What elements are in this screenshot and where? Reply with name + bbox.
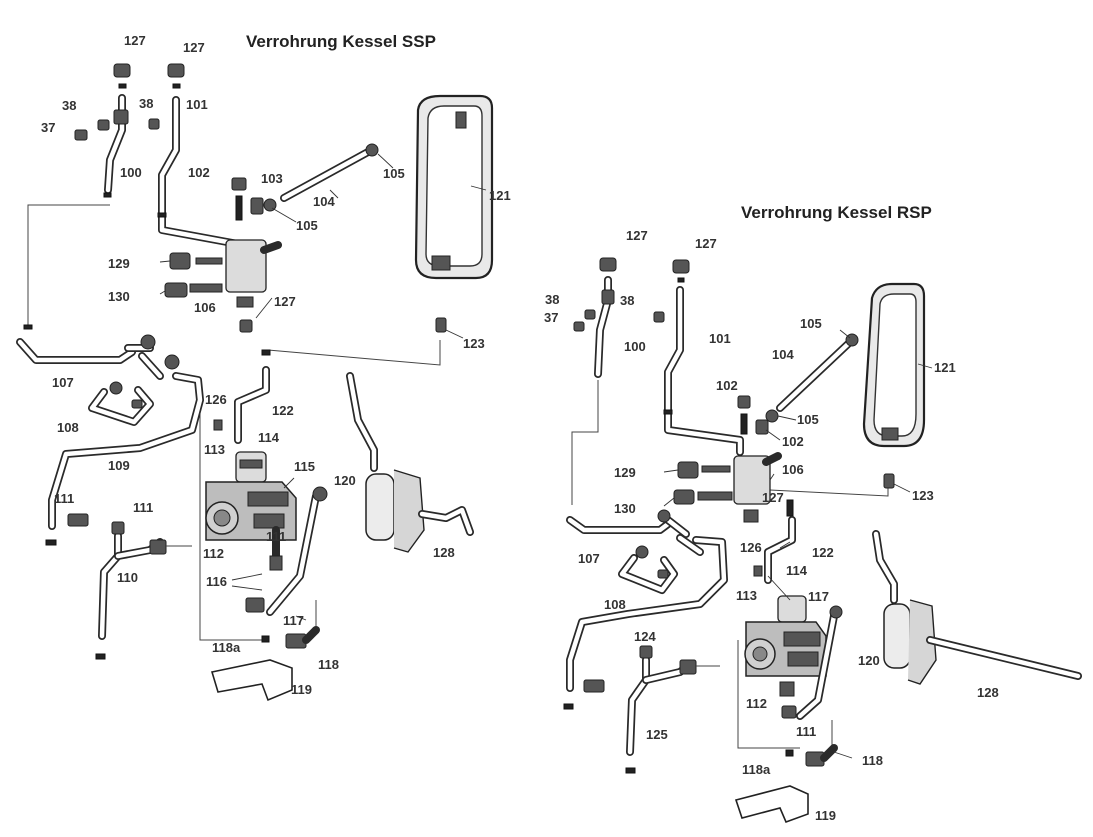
label: 127 [183,40,205,55]
label: 38 [139,96,153,111]
label: 120 [334,473,356,488]
label: 127 [762,490,784,505]
label: 122 [812,545,834,560]
label: 104 [772,347,794,362]
label: 111 [796,724,816,739]
label: 129 [108,256,130,271]
label: 122 [272,403,294,418]
pump-112-rsp [744,595,827,677]
label: 130 [614,501,636,516]
label: 111 [266,529,286,544]
label: 111 [54,491,74,506]
label: 117 [808,589,829,604]
label: 114 [258,430,280,445]
label: 118 [318,657,339,672]
label: 111 [133,500,153,515]
label: 104 [313,194,335,209]
label: 108 [604,597,626,612]
label: 116 [206,574,227,589]
label: 102 [716,378,738,393]
label: 108 [57,420,79,435]
label: 120 [858,653,880,668]
label: 125 [646,727,668,742]
label: 115 [294,459,315,474]
label: 126 [740,540,762,555]
label: 112 [203,546,224,561]
label: 118a [212,640,241,655]
label: 102 [782,434,804,449]
label: 105 [296,218,318,233]
label: 119 [291,682,312,697]
cap-127-b [167,63,185,89]
label: 37 [41,120,55,135]
rsp-assembly [563,257,1082,824]
label: 113 [204,442,225,457]
label: 126 [205,392,227,407]
label: 113 [736,588,757,603]
title-rsp: Verrohrung Kessel RSP [741,203,932,222]
ssp-labels: 127 127 38 38 37 101 100 102 103 105 104… [41,33,511,697]
label: 127 [124,33,146,48]
label: 107 [52,375,74,390]
ssp-assembly [16,63,494,702]
label: 112 [746,696,767,711]
label: 124 [634,629,656,644]
label: 118a [742,762,771,777]
label: 118 [862,753,883,768]
label: 114 [786,563,808,578]
label: 100 [624,339,646,354]
title-ssp: Verrohrung Kessel SSP [246,32,436,51]
label: 128 [977,685,999,700]
label: 123 [463,336,485,351]
label: 38 [545,292,559,307]
label: 102 [188,165,210,180]
label: 121 [934,360,956,375]
label: 100 [120,165,142,180]
heat-exchanger-121-ssp [414,94,494,333]
label: 106 [194,300,216,315]
label: 105 [383,166,405,181]
cap-127-a [113,63,131,89]
label: 107 [578,551,600,566]
label: 117 [283,613,304,628]
label: 121 [489,188,511,203]
label: 128 [433,545,455,560]
label: 109 [108,458,130,473]
label: 106 [782,462,804,477]
label: 38 [620,293,634,308]
label: 38 [62,98,76,113]
label: 37 [544,310,558,325]
label: 101 [709,331,731,346]
label: 105 [797,412,819,427]
label: 127 [695,236,717,251]
label: 129 [614,465,636,480]
label: 130 [108,289,130,304]
label: 127 [626,228,648,243]
label: 101 [186,97,208,112]
label: 127 [274,294,296,309]
rsp-labels: 127 127 38 38 37 101 100 105 104 121 102… [544,228,999,823]
label: 110 [117,570,138,585]
label: 119 [815,808,836,823]
label: 103 [261,171,283,186]
label: 105 [800,316,822,331]
label: 123 [912,488,934,503]
heat-exchanger-121-rsp [862,282,926,489]
pump-112-ssp [205,451,297,541]
